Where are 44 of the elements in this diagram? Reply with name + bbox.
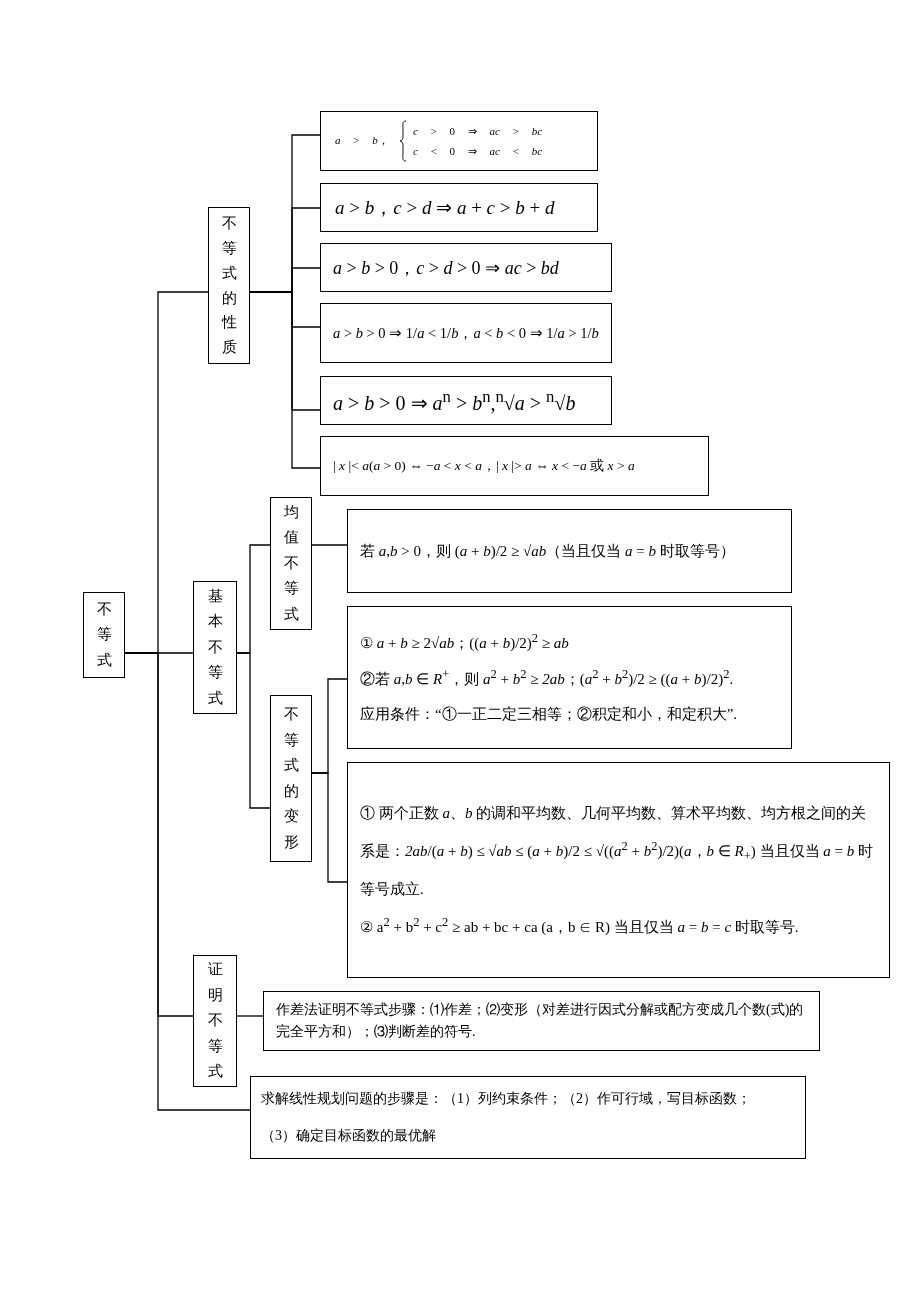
topic-label: 证明不等式: [207, 960, 223, 1082]
note-text: 求解线性规划问题的步骤是：（1）列约束条件；（2）作可行域，写目标函数；（3）确定目标函数的最优解: [261, 1090, 752, 1145]
connector-line: [311, 772, 348, 883]
note-text: 作差法证明不等式步骤：⑴作差；⑵变形（对差进行因式分解或配方变成几个数(式)的完全平方和）；⑶判断差的符号.: [276, 1000, 805, 1041]
formula-box: [320, 111, 598, 171]
topic-label: 不等式: [96, 599, 112, 670]
formula-text: | x |< a(a > 0) ⇔ −a < x < a，| x |> a ⇔ x < −a 或 x > a: [333, 457, 636, 475]
formula-box: [320, 243, 612, 292]
formula-text: a > b > 0 ⇒ 1/a < 1/b，a < b < 0 ⇒ 1/a > 1/b: [333, 323, 599, 343]
formula-text: a > b，c > d ⇒ a + c > b + d: [335, 195, 556, 220]
topic-label: 不等式的性质: [221, 214, 237, 357]
formula-text: ② a$^{2}$ + b$^{2}$ + c$^{2}$ ≥ ab + bc + ca (a，b ∈ R) 当且仅当 a = b = c 时取等号.: [360, 914, 800, 937]
connector-line: [236, 652, 271, 809]
formula-text: ① 两个正数 a、b 的调和平均数、几何平均数、算术平均数、均方根之间的关系是：2ab/(a + b) ≤ √ab ≤ (a + b)/2 ≤ √((a$^{2}$ + b$^{2}$)/2)(a，b ∈ R$_{+}$) 当且仅当 a = b 时等号成立.: [360, 804, 874, 899]
formula-box: [320, 436, 709, 496]
topic-box: [193, 581, 237, 714]
note-box: [263, 991, 820, 1051]
topic-label: 均值不等式: [283, 502, 299, 624]
root-topic-box: [83, 592, 125, 678]
formula-box: [320, 376, 612, 425]
formula-text: a > b > 0，c > d > 0 ⇒ ac > bd: [333, 256, 560, 280]
formula-text: 应用条件：“①一正二定三相等；②积定和小，和定积大”.: [360, 704, 739, 724]
topic-box: [270, 695, 312, 862]
formula-box: [347, 606, 792, 749]
formula-text: c < 0 ⇒ ac < bc: [413, 144, 543, 159]
connector-line: [236, 1015, 264, 1017]
formula-text: ②若 a,b ∈ R$^{+}$，则 a$^{2}$ + b$^{2}$ ≥ 2ab；(a$^{2}$ + b$^{2}$)/2 ≥ ((a + b)/2)$^{2}$.: [360, 666, 735, 690]
connector-line: [311, 544, 348, 546]
formula-text: ① a + b ≥ 2√ab；((a + b)/2)$^{2}$ ≥ ab: [360, 629, 570, 653]
formula-box: [347, 509, 792, 593]
formula-box: [320, 183, 598, 232]
note-box: [250, 1076, 806, 1159]
formula-text: a > b > 0 ⇒ a$^{n}$ > b$^{n}$,$^{n}$√a > $^{n}$√b: [333, 386, 577, 415]
topic-box: [208, 207, 250, 364]
topic-label: 不等式的变形: [283, 705, 299, 852]
connector-line: [249, 291, 321, 469]
formula-box: [320, 303, 612, 363]
topic-box: [270, 497, 312, 630]
formula-text: 若 a,b > 0，则 (a + b)/2 ≥ √ab（当且仅当 a = b 时取等号）: [360, 541, 736, 561]
topic-label: 基本不等式: [207, 586, 223, 708]
formula-text: c > 0 ⇒ ac > bc: [413, 124, 543, 139]
formula-text: a > b，: [335, 133, 389, 148]
topic-box: [193, 955, 237, 1087]
formula-box: [347, 762, 890, 978]
